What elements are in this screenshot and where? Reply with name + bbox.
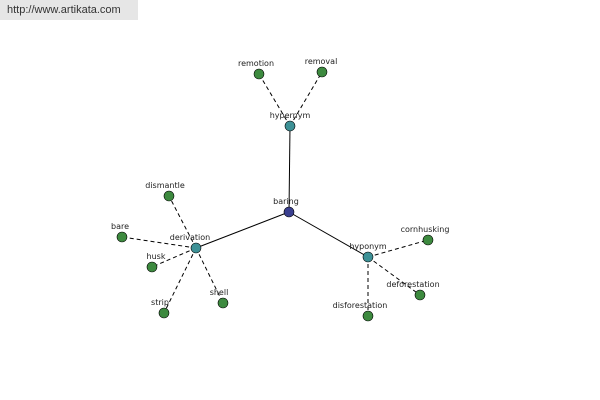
node-deforestation[interactable] [414,289,426,301]
edge-derivation-strip [163,247,197,314]
edge-hypernym-remotion [258,73,291,127]
node-cornhusking[interactable] [422,234,434,246]
label-derivation: derivation [170,233,210,242]
label-bare: bare [111,222,129,231]
label-remotion: remotion [238,59,274,68]
edge-hyponym-deforestation [367,256,421,296]
node-baring[interactable] [283,206,295,218]
node-derivation[interactable] [190,242,202,254]
node-bare[interactable] [116,231,128,243]
node-remotion[interactable] [253,68,265,80]
label-strip: strip [151,298,169,307]
label-hyponym: hyponym [349,242,387,251]
label-disforestation: disforestation [333,301,388,310]
node-hypernym[interactable] [284,120,296,132]
label-dismantle: dismantle [145,181,185,190]
edge-baring-derivation [195,211,290,249]
edge-derivation-shell [195,247,224,304]
edge-derivation-bare [121,236,197,249]
label-hypernym: hypernym [270,111,311,120]
edge-hyponym-cornhusking [367,239,429,258]
url-link[interactable]: http://www.artikata.com [7,4,121,16]
url-banner: http://www.artikata.com [0,0,138,20]
node-shell[interactable] [217,297,229,309]
node-hyponym[interactable] [362,251,374,263]
node-dismantle[interactable] [163,190,175,202]
node-strip[interactable] [158,307,170,319]
label-removal: removal [305,57,338,66]
edge-baring-hyponym [288,211,369,258]
edge-derivation-dismantle [168,195,197,249]
label-cornhusking: cornhusking [401,225,450,234]
node-removal[interactable] [316,66,328,78]
node-disforestation[interactable] [362,310,374,322]
label-baring: baring [273,197,299,206]
edge-baring-hypernym [288,125,291,213]
label-shell: shell [210,288,229,297]
node-husk[interactable] [146,261,158,273]
edge-derivation-husk [151,247,197,268]
label-husk: husk [147,252,166,261]
edge-hypernym-removal [289,71,323,127]
label-deforestation: deforestation [386,280,439,289]
